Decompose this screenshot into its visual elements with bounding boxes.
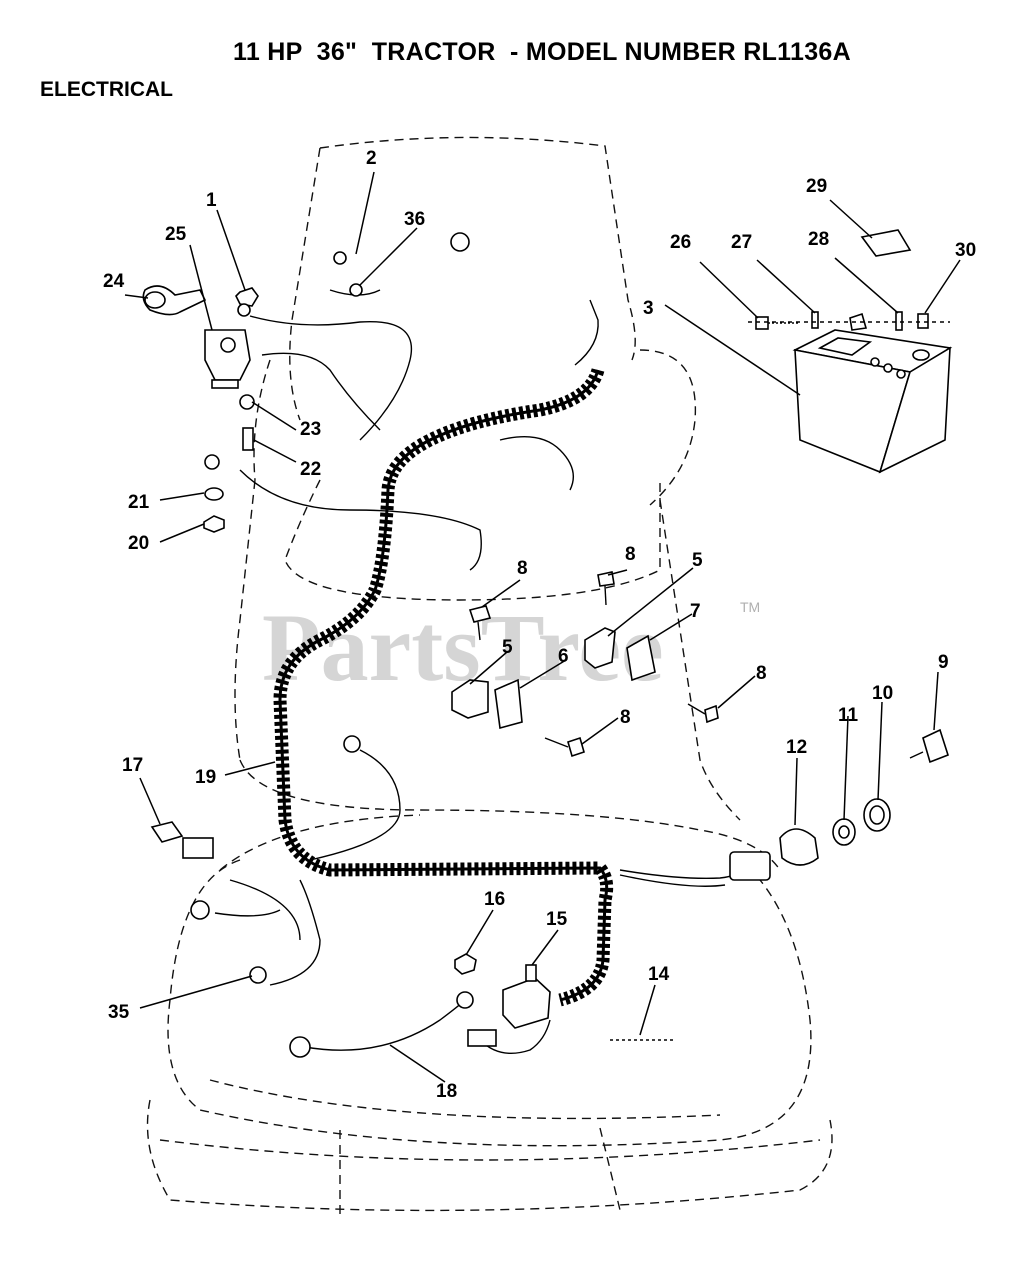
- callout-36: 36: [404, 209, 425, 230]
- callout-16: 16: [484, 889, 505, 910]
- ring-terminals: [190, 232, 474, 1058]
- leader-lines: [124, 171, 961, 1083]
- callout-26: 26: [670, 232, 691, 253]
- section-label: ELECTRICAL: [40, 78, 173, 101]
- callout-28: 28: [808, 229, 829, 250]
- battery-pad: [860, 229, 912, 257]
- callout-labels: 1 2 3 5 5 6 7 8 8 8 8 9 10 11 12 14 15 1…: [103, 148, 976, 1102]
- terminal-boot: [142, 285, 207, 316]
- callout-25: 25: [165, 224, 187, 245]
- callout-6: 6: [558, 646, 569, 667]
- callout-21: 21: [128, 492, 150, 513]
- lock-washer: [204, 487, 224, 501]
- callout-5a: 5: [502, 637, 513, 658]
- callout-7: 7: [690, 601, 701, 622]
- callout-3: 3: [643, 298, 654, 319]
- wiring-harness-coil: [273, 367, 614, 1007]
- callout-22: 22: [300, 459, 321, 480]
- callout-10: 10: [872, 683, 893, 704]
- callout-2: 2: [366, 148, 377, 169]
- callout-5b: 5: [692, 550, 703, 571]
- callout-23: 23: [300, 419, 321, 440]
- bolt: [242, 427, 254, 451]
- callout-8c: 8: [756, 663, 767, 684]
- fuse-holder: [150, 821, 214, 859]
- callout-14: 14: [648, 964, 670, 985]
- callout-9: 9: [938, 652, 949, 673]
- callout-20: 20: [128, 533, 149, 554]
- callout-11: 11: [838, 705, 859, 726]
- watermark-trademark: TM: [740, 599, 760, 615]
- seat-switch: [502, 964, 551, 1029]
- callout-18: 18: [436, 1081, 457, 1102]
- callout-8a: 8: [517, 558, 528, 579]
- battery: [792, 329, 953, 474]
- callout-8b: 8: [625, 544, 636, 565]
- callout-12: 12: [786, 737, 807, 758]
- page-title: 11 HP 36" TRACTOR - MODEL NUMBER RL1136A: [233, 38, 851, 66]
- hex-nut: [235, 287, 259, 307]
- parts: [142, 229, 953, 1058]
- callout-1: 1: [206, 190, 217, 211]
- battery-hardware: [748, 311, 950, 331]
- starter-solenoid: [204, 329, 251, 389]
- callout-24: 24: [103, 271, 125, 292]
- connector: [467, 1029, 497, 1047]
- callout-35: 35: [108, 1002, 130, 1023]
- screws: [468, 571, 719, 758]
- callout-17: 17: [122, 755, 143, 776]
- callout-19: 19: [195, 767, 216, 788]
- hex-nut-lower: [203, 515, 225, 533]
- hex-nut-small: [454, 953, 477, 975]
- callout-15: 15: [546, 909, 568, 930]
- callout-29: 29: [806, 176, 827, 197]
- switch-brackets: [451, 627, 656, 730]
- ignition-parts: [729, 728, 949, 881]
- callout-8d: 8: [620, 707, 631, 728]
- tractor-outline: [146, 136, 833, 1215]
- callout-30: 30: [955, 240, 976, 261]
- callout-27: 27: [731, 232, 752, 253]
